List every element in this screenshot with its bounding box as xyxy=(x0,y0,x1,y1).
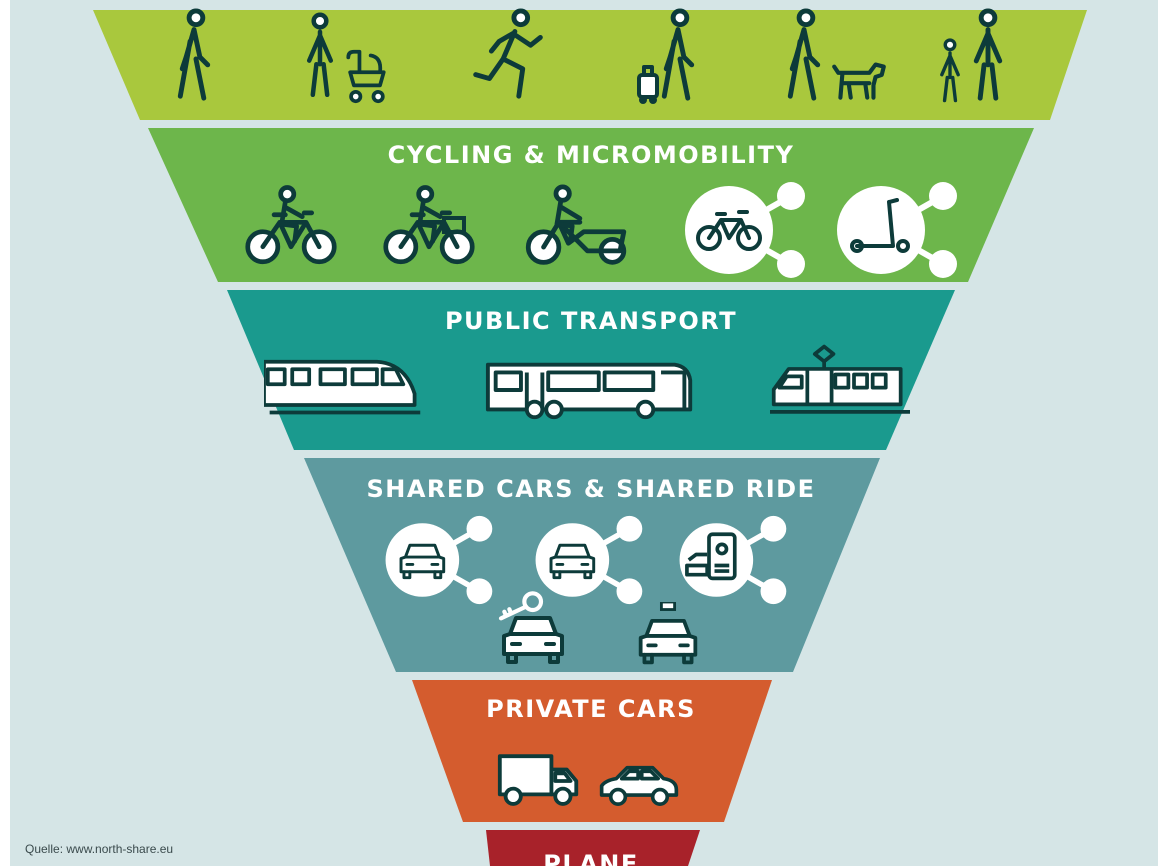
tier-cycling: CYCLING & MICROMOBILITY xyxy=(148,128,1034,282)
basket-bicycle-icon xyxy=(386,188,472,262)
tier-plane: PLANE xyxy=(486,830,700,866)
tier-cycling-icons xyxy=(248,182,957,278)
left-frame-border xyxy=(0,0,10,866)
tier-plane-label: PLANE xyxy=(543,850,638,866)
tier-private-label: PRIVATE CARS xyxy=(486,695,696,723)
bus-icon xyxy=(485,362,693,420)
tier-private: PRIVATE CARS xyxy=(412,680,772,822)
tier-cycling-band xyxy=(148,128,1034,282)
tier-shared: SHARED CARS & SHARED RIDE xyxy=(304,458,880,672)
tier-walking xyxy=(93,10,1087,120)
tier-cycling-label: CYCLING & MICROMOBILITY xyxy=(388,141,795,169)
tier-public-transport-label: PUBLIC TRANSPORT xyxy=(445,307,737,335)
source-caption: Quelle: www.north-share.eu xyxy=(25,842,174,856)
tier-shared-label: SHARED CARS & SHARED RIDE xyxy=(366,475,815,503)
train-icon xyxy=(264,359,423,415)
tier-public-transport: PUBLIC TRANSPORT xyxy=(227,290,955,450)
tier-walking-band xyxy=(93,10,1087,120)
tier-plane-band xyxy=(486,830,700,866)
